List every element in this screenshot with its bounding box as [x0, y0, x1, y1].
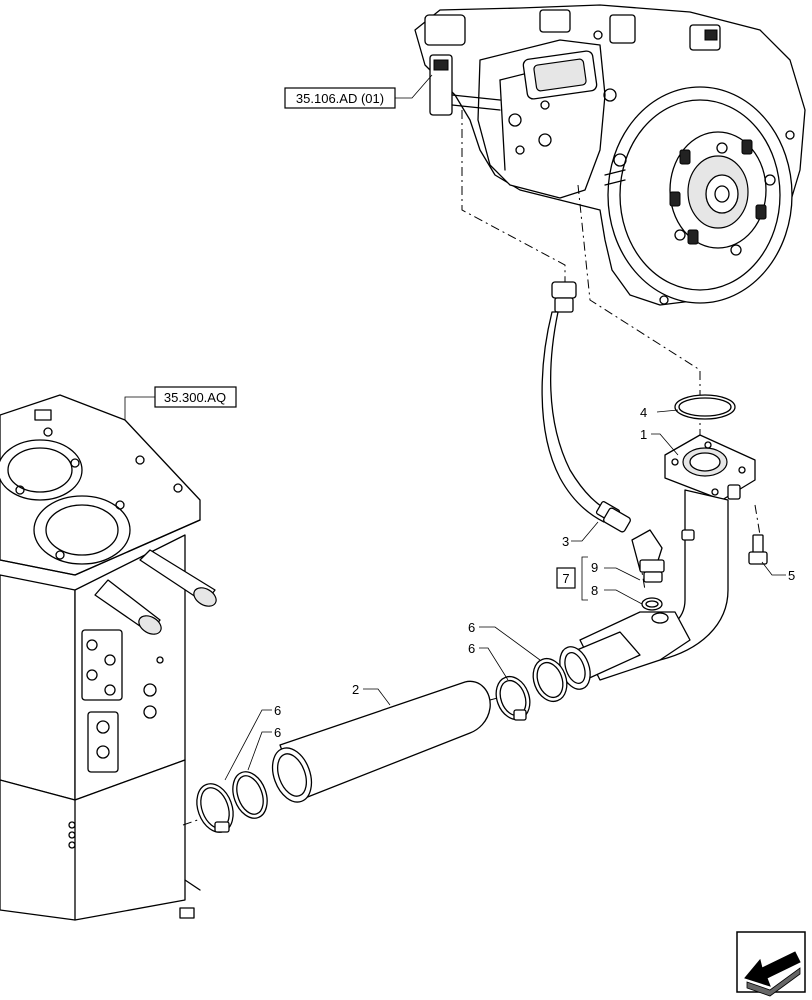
o-ring: [674, 394, 736, 420]
callout-8: 8: [591, 583, 598, 598]
ref-box-transmission[interactable]: 35.106.AD (01): [284, 87, 396, 109]
plug-fitting: [748, 534, 768, 565]
callout-6-a: 6: [468, 620, 475, 635]
callout-1: 1: [640, 427, 647, 442]
elbow-fitting: [631, 529, 665, 611]
callout-9: 9: [591, 560, 598, 575]
callout-6-d: 6: [274, 725, 281, 740]
callout-4: 4: [640, 405, 647, 420]
pipe-elbow: [559, 434, 756, 690]
callout-5: 5: [788, 568, 795, 583]
callout-2: 2: [352, 682, 359, 697]
callout-6-b: 6: [468, 641, 475, 656]
callout-leaders: [124, 74, 786, 781]
transmission-assembly: [414, 4, 806, 306]
hydraulic-tank: [0, 394, 217, 921]
clamps-lower: [196, 771, 268, 833]
ref-box-kit[interactable]: 7: [556, 567, 576, 589]
callout-3: 3: [562, 534, 569, 549]
ref-kit-text: 7: [562, 571, 569, 586]
clamps-upper: [495, 657, 568, 721]
callout-6-c: 6: [274, 703, 281, 718]
ref-box-tank[interactable]: 35.300.AQ: [154, 386, 237, 408]
arrow-left-icon[interactable]: [736, 931, 806, 997]
callout-numbers: 4 1 3 9 8 5 6 6 2 6 6: [274, 405, 795, 740]
hose-assembly: [541, 281, 631, 533]
ref-transmission-text: 35.106.AD (01): [296, 91, 384, 106]
ref-tank-text: 35.300.AQ: [164, 390, 226, 405]
hose-straight: [271, 680, 491, 803]
